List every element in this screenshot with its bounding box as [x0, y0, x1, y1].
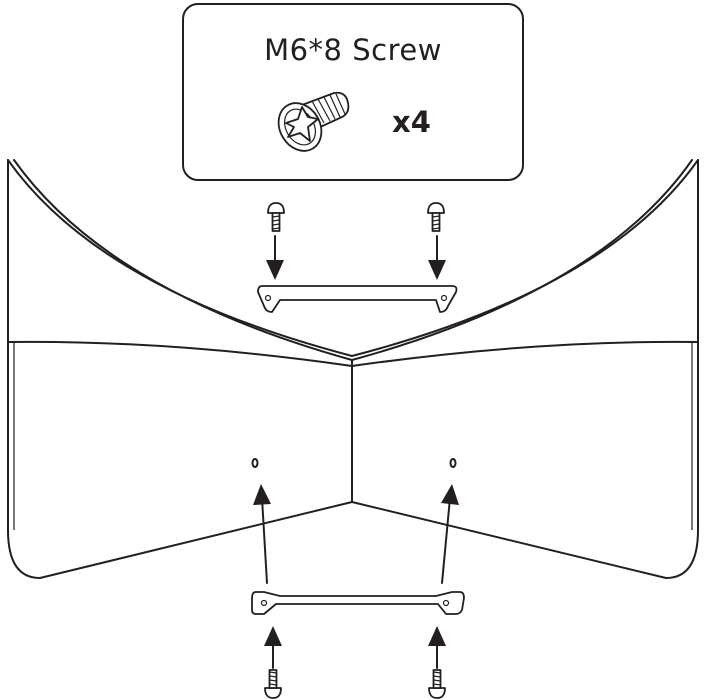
arrow-icon	[441, 484, 459, 584]
callout-quantity: x4	[392, 105, 431, 139]
screw-icon	[277, 91, 350, 152]
arrow-icon	[253, 484, 271, 584]
arrow-icon	[428, 626, 446, 669]
screw-icon	[267, 202, 285, 232]
bottom-bracket	[251, 591, 465, 615]
mounting-hole	[449, 458, 457, 468]
screw-icon	[428, 669, 446, 699]
callout-title: M6*8 Screw	[264, 33, 442, 67]
top-bracket	[257, 285, 458, 313]
arrow-icon	[266, 235, 284, 280]
top-panel	[7, 159, 699, 361]
screw-icon	[427, 202, 445, 232]
arrow-icon	[264, 626, 282, 669]
screw-icon	[264, 669, 282, 699]
bottom-panel	[7, 340, 699, 579]
mounting-hole	[251, 458, 259, 468]
arrow-icon	[428, 235, 446, 280]
screw-callout: M6*8 Screw x4	[182, 3, 524, 181]
